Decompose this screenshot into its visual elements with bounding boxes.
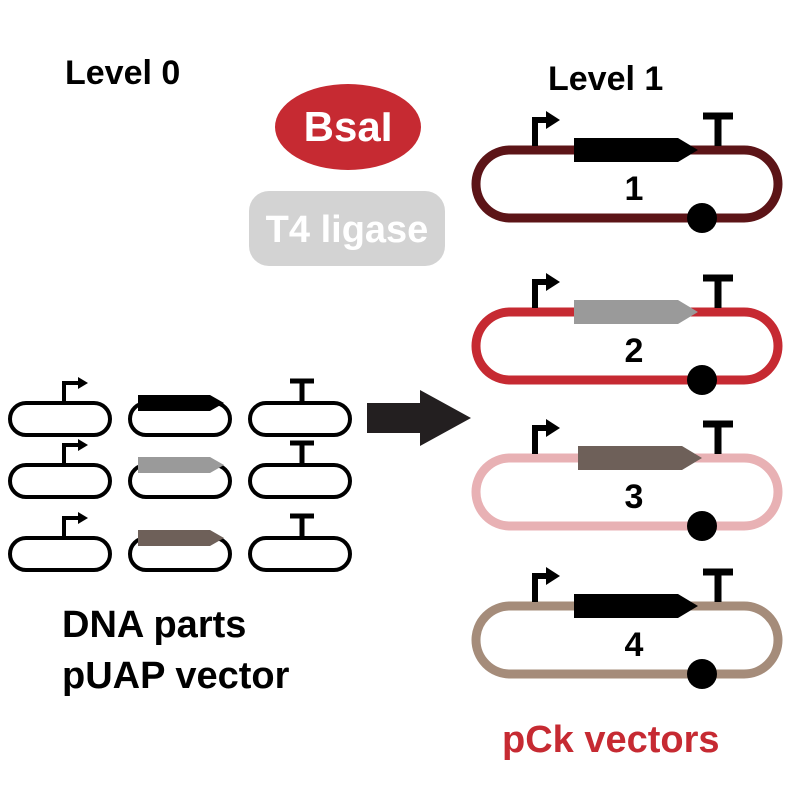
assembly-arrow-icon bbox=[367, 390, 471, 446]
part-plasmid bbox=[128, 457, 232, 499]
terminator-icon bbox=[290, 440, 314, 465]
part-plasmid bbox=[8, 439, 112, 499]
promoter-arrowhead-icon bbox=[78, 377, 88, 389]
plasmid-backbone bbox=[248, 401, 352, 437]
promoter-arrowhead-icon bbox=[546, 567, 560, 585]
level1-vectors: 1 2 3 4 bbox=[471, 111, 783, 689]
origin-dot-icon bbox=[687, 659, 717, 689]
plasmid-backbone bbox=[248, 463, 352, 499]
terminator-icon bbox=[703, 112, 733, 146]
ligase-box bbox=[249, 191, 445, 266]
part-plasmid bbox=[248, 513, 352, 572]
part-plasmid bbox=[128, 530, 232, 572]
cds-icon bbox=[138, 530, 224, 546]
promoter-icon bbox=[532, 425, 548, 454]
level1-vector: 3 bbox=[471, 419, 783, 541]
origin-dot-icon bbox=[687, 365, 717, 395]
level1-vector: 4 bbox=[471, 567, 783, 689]
origin-dot-icon bbox=[687, 203, 717, 233]
vector-number: 1 bbox=[625, 170, 644, 208]
level0-title: Level 0 bbox=[65, 54, 180, 92]
cds-icon bbox=[578, 446, 702, 470]
part-plasmid bbox=[248, 440, 352, 499]
promoter-arrowhead-icon bbox=[78, 512, 88, 524]
promoter-icon bbox=[532, 279, 548, 308]
t4-ligase: T4 ligase bbox=[249, 191, 445, 266]
level1-vector: 1 bbox=[471, 111, 783, 233]
pck-vectors-label: pCk vectors bbox=[502, 719, 720, 761]
parts-caption-line1: DNA parts bbox=[62, 604, 246, 646]
cds-icon bbox=[574, 300, 698, 324]
plasmid-backbone bbox=[8, 536, 112, 572]
level0-parts-grid bbox=[8, 377, 352, 572]
part-plasmid bbox=[8, 377, 112, 437]
promoter-icon bbox=[532, 117, 548, 146]
part-plasmid bbox=[248, 378, 352, 437]
cds-icon bbox=[574, 594, 698, 618]
enzyme-label: BsaI bbox=[304, 103, 393, 150]
terminator-icon bbox=[290, 378, 314, 403]
promoter-icon bbox=[62, 516, 80, 538]
terminator-icon bbox=[703, 274, 733, 308]
plasmid-backbone bbox=[8, 463, 112, 499]
cds-icon bbox=[138, 457, 224, 473]
ligase-label: T4 ligase bbox=[266, 209, 429, 251]
promoter-arrowhead-icon bbox=[546, 419, 560, 437]
terminator-icon bbox=[703, 420, 733, 454]
plasmid-backbone bbox=[8, 401, 112, 437]
level1-vector: 2 bbox=[471, 273, 783, 395]
promoter-icon bbox=[532, 573, 548, 602]
promoter-arrowhead-icon bbox=[546, 273, 560, 291]
promoter-arrowhead-icon bbox=[78, 439, 88, 451]
terminator-icon bbox=[703, 568, 733, 602]
enzyme-ellipse bbox=[275, 84, 421, 170]
vector-number: 4 bbox=[625, 626, 644, 664]
terminator-icon bbox=[290, 513, 314, 538]
level1-title: Level 1 bbox=[548, 60, 663, 98]
origin-dot-icon bbox=[687, 511, 717, 541]
promoter-icon bbox=[62, 381, 80, 403]
promoter-icon bbox=[62, 443, 80, 465]
part-plasmid bbox=[8, 512, 112, 572]
plasmid-backbone bbox=[248, 536, 352, 572]
cds-icon bbox=[574, 138, 698, 162]
part-plasmid bbox=[128, 395, 232, 437]
cds-icon bbox=[138, 395, 224, 411]
vector-number: 3 bbox=[625, 478, 644, 516]
bsai-enzyme: BsaI bbox=[275, 84, 421, 170]
parts-caption-line2: pUAP vector bbox=[62, 655, 290, 697]
promoter-arrowhead-icon bbox=[546, 111, 560, 129]
vector-number: 2 bbox=[625, 332, 644, 370]
